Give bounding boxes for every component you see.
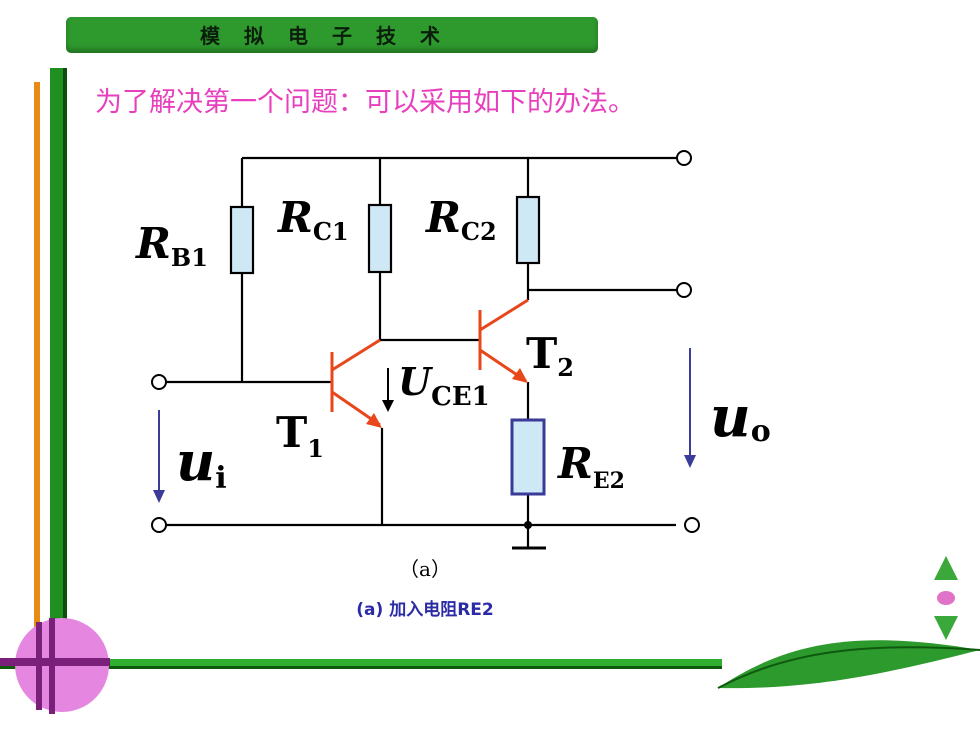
green-leaf-swoosh: [718, 640, 980, 689]
label-rb1: RB1: [135, 219, 208, 272]
label-t2: T2: [526, 329, 574, 382]
transistor-t2: [478, 298, 529, 383]
figure-caption: (a) 加入电阻RE2: [356, 600, 494, 620]
arrow-uo: [684, 348, 696, 468]
label-t1: T1: [276, 408, 324, 463]
page-heading: 为了解决第一个问题：可以采用如下的办法。: [95, 87, 635, 118]
bottom-dark-stripe: [0, 666, 722, 669]
terminal-output-bottom: [684, 517, 700, 533]
label-rc1: RC1: [277, 193, 349, 246]
nav-home-button[interactable]: [937, 591, 955, 605]
dot-icon[interactable]: [937, 591, 955, 605]
pink-circle-logo: [0, 618, 110, 714]
arrow-ui: [153, 410, 165, 503]
resistor-rc2: [515, 195, 541, 265]
left-green-stripe: [50, 68, 66, 658]
header-bar: 模拟电子技术: [66, 17, 598, 53]
triangle-up-icon[interactable]: [934, 556, 958, 580]
terminal-output-top: [676, 282, 692, 298]
label-uce1: UCE1: [398, 359, 490, 412]
terminal-vcc: [676, 150, 692, 166]
nav-up-button[interactable]: [934, 556, 958, 580]
terminal-input-top: [151, 374, 167, 390]
label-re2: RE2: [557, 439, 625, 494]
figure-label: （a）: [399, 557, 451, 581]
header-title: 模拟电子技术: [200, 24, 464, 48]
nav-down-button[interactable]: [934, 616, 958, 640]
triangle-down-icon[interactable]: [934, 616, 958, 640]
label-uo: uo: [710, 384, 771, 450]
left-orange-stripe: [34, 82, 40, 642]
bottom-green-stripe: [48, 659, 722, 666]
label-rc2: RC2: [425, 193, 497, 246]
label-ui: ui: [176, 429, 227, 496]
terminal-input-bottom: [151, 517, 167, 533]
terminals: [151, 150, 700, 533]
transistor-t1: [330, 338, 381, 427]
resistor-rc1: [367, 203, 393, 274]
wires: [166, 156, 676, 550]
resistor-re2: [510, 418, 546, 496]
left-dark-stripe: [63, 68, 67, 658]
resistor-rb1: [229, 205, 255, 275]
arrow-uce1: [382, 368, 394, 412]
